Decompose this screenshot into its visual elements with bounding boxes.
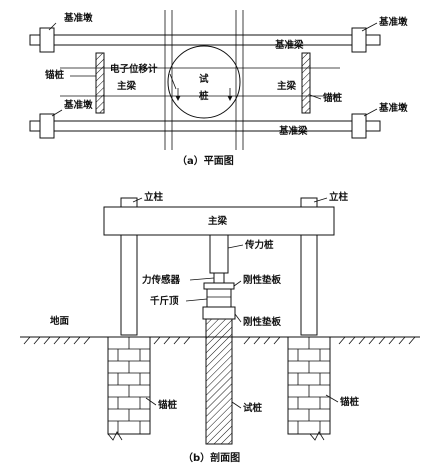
label-jack: 千斤顶 [150, 295, 179, 307]
force-transfer-pile [209, 234, 229, 274]
plan-view: 基准墩 基准墩 基准梁 锚桩 电子位移计 主梁 试 桩 主梁 锚桩 基准墩 基准… [29, 10, 408, 167]
reference-pier-tr [351, 27, 367, 53]
leader-rigid-plate-lower [234, 313, 242, 323]
label-reference-beam-top: 基准梁 [274, 39, 304, 51]
leader-test-pile-section [231, 401, 242, 409]
leader-anchor-left-section [145, 397, 157, 406]
label-column-left: 立柱 [144, 191, 164, 203]
anchor-pile-left-section [107, 336, 151, 441]
load-cell [213, 272, 225, 284]
leader-anchor-right [309, 94, 322, 100]
reference-pier-br [351, 113, 367, 139]
gauge-leader [169, 73, 177, 90]
label-reference-beam-bottom: 基准梁 [278, 125, 308, 137]
anchor-pile-right-section [287, 336, 331, 441]
reference-beam-bottom [29, 120, 381, 132]
label-main-beam-section: 主梁 [208, 215, 228, 227]
reference-beam-top [29, 34, 381, 46]
rigid-plate-upper [203, 282, 235, 290]
gauge-arrow-head-2 [227, 96, 233, 101]
leader-rigid-plate-upper [233, 280, 242, 287]
leader-pier-bl [51, 109, 63, 117]
label-dial-gauge: 电子位移计 [110, 63, 158, 75]
column-right [300, 234, 318, 336]
column-right-top [300, 197, 318, 208]
test-pile-section [205, 318, 233, 445]
label-test-pile-char1: 试 [199, 73, 209, 85]
label-anchor-pile-right-section: 锚桩 [340, 396, 360, 408]
jack [206, 288, 232, 308]
label-test-pile-char2: 桩 [199, 90, 209, 102]
reference-pier-bl [39, 113, 55, 139]
leader-anchor-right-section [325, 394, 339, 403]
leader-pier-br [363, 108, 378, 117]
leader-force-pile [227, 244, 244, 249]
leader-jack [185, 298, 208, 302]
label-force-pile: 传力桩 [244, 239, 274, 251]
section-view: 立柱 立柱 主梁 传力桩 力传感器 刚性垫板 千斤顶 刚性垫板 地面 锚桩 试桩… [20, 191, 420, 464]
leader-load-cell [189, 277, 215, 281]
label-anchor-pile-left-section: 锚桩 [158, 399, 178, 411]
label-load-cell: 力传感器 [142, 274, 181, 286]
label-reference-pier-tr: 基准墩 [378, 16, 408, 28]
label-column-right: 立柱 [329, 191, 349, 203]
label-main-beam-plan-right: 主梁 [277, 80, 297, 92]
gauge-arrow-head-1 [175, 96, 181, 101]
label-reference-pier-tl: 基准墩 [63, 12, 93, 24]
label-reference-pier-bl: 基准墩 [63, 99, 93, 111]
label-reference-pier-br: 基准墩 [378, 102, 408, 114]
label-anchor-pile-right: 锚桩 [323, 92, 343, 104]
label-test-pile-section: 试桩 [243, 402, 263, 414]
reference-pier-tl [39, 27, 55, 53]
label-anchor-pile-left: 锚桩 [45, 69, 65, 81]
label-ground: 地面 [50, 315, 70, 327]
label-rigid-plate-upper: 刚性垫板 [243, 274, 282, 286]
caption-plan: （a）平面图 [177, 154, 234, 167]
leader-column-left [132, 197, 143, 203]
anchor-pile-right [301, 52, 311, 114]
rigid-plate-lower [202, 306, 236, 320]
leader-pier-tl [48, 22, 57, 31]
label-rigid-plate-lower: 刚性垫板 [243, 316, 282, 328]
column-left [120, 234, 138, 336]
label-main-beam-plan-left: 主梁 [117, 80, 137, 92]
leader-column-right [313, 197, 328, 203]
leader-pier-tr [361, 22, 378, 32]
column-left-top [120, 197, 138, 208]
test-pile-plan [167, 45, 241, 119]
caption-section: （b）剖面图 [183, 451, 240, 464]
anchor-pile-left [95, 52, 105, 114]
